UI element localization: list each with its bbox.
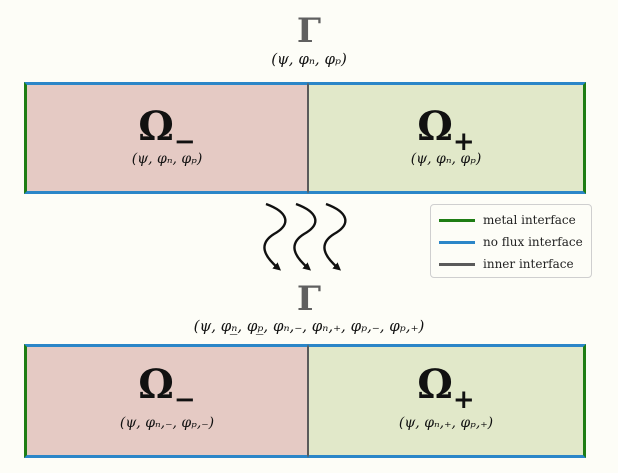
bottom-omega-minus-symbol: Ω−	[138, 361, 196, 416]
legend-label-no-flux: no flux interface	[483, 235, 583, 249]
top-omega-minus-symbol: Ω−	[138, 103, 196, 158]
top-omega-minus-region: Ω− (ψ, φₙ, φₚ)	[24, 82, 308, 194]
bottom-omega-plus-variables: (ψ, φₙ,₊, φₚ,₊)	[398, 415, 494, 431]
legend: metal interface no flux interface inner …	[430, 204, 592, 278]
bottom-omega-plus-symbol: Ω+	[417, 361, 475, 416]
wavy-arrow-1	[263, 202, 287, 271]
bottom-omega-minus-variables: (ψ, φₙ,₋, φₚ,₋)	[119, 415, 215, 431]
legend-swatch-inner	[439, 262, 475, 266]
bottom-gamma-variables: (ψ, φₙ̲, φₚ̲, φₙ,₋, φₙ,₊, φₚ,₋, φₚ,₊)	[193, 317, 425, 335]
top-omega-plus-symbol: Ω+	[417, 103, 475, 158]
bottom-omega-minus-region: Ω− (ψ, φₙ,₋, φₚ,₋)	[24, 344, 308, 458]
legend-item-inner: inner interface	[439, 253, 583, 275]
bottom-gamma-label: Γ	[296, 279, 322, 319]
legend-item-no-flux: no flux interface	[439, 231, 583, 253]
legend-swatch-metal	[439, 218, 475, 222]
transformation-arrows	[263, 202, 347, 271]
wavy-arrow-2	[293, 202, 317, 271]
bottom-omega-plus-region: Ω+ (ψ, φₙ,₊, φₚ,₊)	[308, 344, 586, 458]
top-omega-minus-variables: (ψ, φₙ, φₚ)	[131, 151, 203, 167]
legend-swatch-no-flux	[439, 240, 475, 244]
top-gamma-label: Γ	[296, 11, 322, 51]
top-omega-plus-variables: (ψ, φₙ, φₚ)	[410, 151, 482, 167]
top-omega-plus-region: Ω+ (ψ, φₙ, φₚ)	[308, 82, 586, 194]
legend-label-metal: metal interface	[483, 213, 576, 227]
wavy-arrow-3	[323, 202, 347, 271]
top-gamma-variables: (ψ, φₙ, φₚ)	[271, 50, 347, 68]
legend-label-inner: inner interface	[483, 257, 574, 271]
legend-item-metal: metal interface	[439, 209, 583, 231]
